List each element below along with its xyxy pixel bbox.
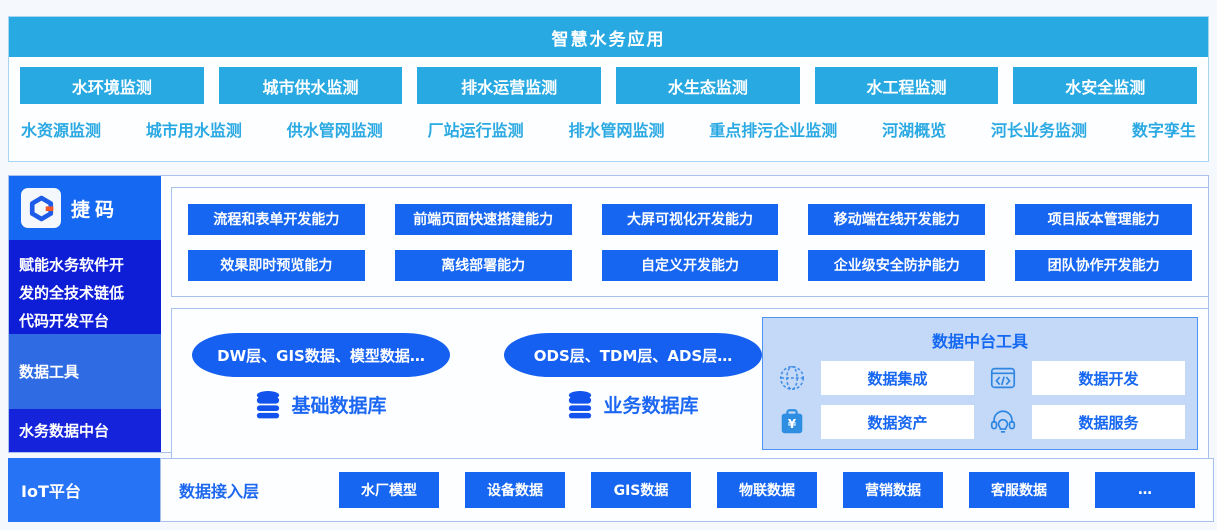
app-link-water-resources[interactable]: 水资源监测: [21, 121, 102, 140]
data-middleware-tools-panel: 数据中台工具 数据集成: [762, 317, 1198, 450]
brand-block: 捷码: [9, 176, 161, 240]
data-source-button-device-data[interactable]: 设备数据: [465, 472, 565, 508]
jema-hexagon-icon: [21, 188, 61, 228]
tool-button-data-development[interactable]: 数据开发: [1032, 361, 1185, 395]
app-button-water-engineering[interactable]: 水工程监测: [814, 67, 999, 104]
business-database-name: 业务数据库: [603, 395, 699, 417]
app-link-digital-twin[interactable]: 数字孪生: [1131, 121, 1196, 140]
business-database-pill[interactable]: ODS层、TDM层、ADS层…: [504, 333, 762, 377]
data-layer-box: DW层、GIS数据、模型数据… 基础数据库: [171, 308, 1209, 459]
capability-button-frontend-build[interactable]: 前端页面快速搭建能力: [394, 203, 572, 235]
app-button-water-safety[interactable]: 水安全监测: [1013, 67, 1198, 104]
platform-tagline: 赋能水务软件开 发的全技术链低 代码开发平台: [9, 240, 161, 334]
tools-panel-title: 数据中台工具: [931, 332, 1028, 351]
platform-content: 流程和表单开发能力 前端页面快速搭建能力 大屏可视化开发能力 移动端在线开发能力…: [161, 176, 1217, 459]
iot-platform-panel: IoT平台 数据接入层 水厂模型 设备数据 GIS数据 物联数据 营销数据 客服…: [8, 458, 1214, 522]
app-link-river-lake-overview[interactable]: 河湖概览: [882, 121, 947, 140]
base-database-label: 基础数据库: [255, 390, 387, 419]
capability-button-team-collab[interactable]: 团队协作开发能力: [1015, 249, 1192, 281]
tool-button-data-asset[interactable]: 数据资产: [821, 405, 974, 439]
tagline-line: 发的全技术链低: [19, 284, 125, 302]
database-cylinder-icon: [567, 390, 593, 419]
capability-button-custom-dev[interactable]: 自定义开发能力: [601, 249, 779, 281]
capability-button-live-preview[interactable]: 效果即时预览能力: [188, 249, 365, 281]
tool-button-data-service[interactable]: 数据服务: [1032, 405, 1185, 439]
data-source-button-marketing-data[interactable]: 营销数据: [843, 472, 943, 508]
app-button-drainage-ops[interactable]: 排水运营监测: [417, 67, 602, 104]
data-source-button-gis-data[interactable]: GIS数据: [591, 472, 691, 508]
platform-sidebar: 捷码 赋能水务软件开 发的全技术链低 代码开发平台 数据工具 水务数据中台: [9, 176, 161, 452]
data-source-button-service-data[interactable]: 客服数据: [969, 472, 1069, 508]
data-source-button-more[interactable]: …: [1095, 472, 1195, 508]
business-database-label: 业务数据库: [567, 390, 699, 419]
svg-text:¥: ¥: [788, 417, 797, 431]
databases-area: DW层、GIS数据、模型数据… 基础数据库: [192, 317, 762, 450]
capabilities-row-2: 效果即时预览能力 离线部署能力 自定义开发能力 企业级安全防护能力 团队协作开发…: [188, 249, 1192, 281]
tagline-line: 赋能水务软件开: [19, 256, 125, 274]
tools-grid: 数据集成 数据开发: [775, 361, 1185, 439]
capabilities-box: 流程和表单开发能力 前端页面快速搭建能力 大屏可视化开发能力 移动端在线开发能力…: [171, 187, 1209, 297]
business-database-group: ODS层、TDM层、ADS层… 业务数据库: [504, 333, 762, 450]
network-globe-icon: [775, 363, 809, 393]
smart-water-apps-panel: 智慧水务应用 水环境监测 城市供水监测 排水运营监测 水生态监测 水工程监测 水…: [8, 16, 1209, 162]
tool-button-data-integration[interactable]: 数据集成: [821, 361, 974, 395]
brand-name: 捷码: [71, 198, 120, 221]
data-source-buttons: 水厂模型 设备数据 GIS数据 物联数据 营销数据 客服数据 …: [339, 472, 1195, 508]
headset-service-icon: [986, 407, 1020, 437]
app-link-river-chief[interactable]: 河长业务监测: [991, 121, 1088, 140]
data-source-button-plant-model[interactable]: 水厂模型: [339, 472, 439, 508]
database-cylinder-icon: [255, 390, 281, 419]
base-database-pill[interactable]: DW层、GIS数据、模型数据…: [192, 333, 450, 377]
app-link-plant-station-ops[interactable]: 厂站运行监测: [427, 121, 524, 140]
data-access-layer-label: 数据接入层: [179, 482, 260, 501]
panel-title: 智慧水务应用: [9, 17, 1208, 57]
app-links-row: 水资源监测 城市用水监测 供水管网监测 厂站运行监测 排水管网监测 重点排污企业…: [9, 112, 1208, 141]
app-link-drainage-pipe-network[interactable]: 排水管网监测: [568, 121, 665, 140]
capability-button-offline-deploy[interactable]: 离线部署能力: [394, 249, 572, 281]
capability-button-dashboard-dev[interactable]: 大屏可视化开发能力: [601, 203, 779, 235]
app-link-key-polluters[interactable]: 重点排污企业监测: [709, 121, 838, 140]
code-window-icon: [986, 363, 1020, 393]
asset-briefcase-icon: ¥: [775, 407, 809, 437]
app-link-city-water-use[interactable]: 城市用水监测: [145, 121, 242, 140]
capability-button-mobile-dev[interactable]: 移动端在线开发能力: [808, 203, 986, 235]
app-link-supply-pipe-network[interactable]: 供水管网监测: [286, 121, 383, 140]
app-button-city-supply[interactable]: 城市供水监测: [218, 67, 403, 104]
base-database-name: 基础数据库: [291, 395, 387, 417]
app-buttons-row: 水环境监测 城市供水监测 排水运营监测 水生态监测 水工程监测 水安全监测: [9, 57, 1208, 112]
app-button-water-ecology[interactable]: 水生态监测: [616, 67, 800, 104]
capability-button-enterprise-security[interactable]: 企业级安全防护能力: [808, 249, 986, 281]
capability-button-version-mgmt[interactable]: 项目版本管理能力: [1015, 203, 1192, 235]
lowcode-platform-panel: 捷码 赋能水务软件开 发的全技术链低 代码开发平台 数据工具 水务数据中台 流程…: [8, 175, 1209, 459]
data-source-button-iot-data[interactable]: 物联数据: [717, 472, 817, 508]
sidebar-item-water-data-center[interactable]: 水务数据中台: [9, 409, 161, 452]
sidebar-item-data-tools[interactable]: 数据工具: [9, 334, 161, 409]
capability-button-form-dev[interactable]: 流程和表单开发能力: [188, 203, 365, 235]
app-button-water-environment[interactable]: 水环境监测: [20, 67, 204, 104]
tagline-line: 代码开发平台: [19, 312, 110, 330]
base-database-group: DW层、GIS数据、模型数据… 基础数据库: [192, 333, 450, 450]
capabilities-row-1: 流程和表单开发能力 前端页面快速搭建能力 大屏可视化开发能力 移动端在线开发能力…: [188, 203, 1192, 235]
sidebar-item-iot-platform[interactable]: IoT平台: [8, 458, 160, 522]
data-access-layer-box: 数据接入层 水厂模型 设备数据 GIS数据 物联数据 营销数据 客服数据 …: [160, 458, 1214, 522]
